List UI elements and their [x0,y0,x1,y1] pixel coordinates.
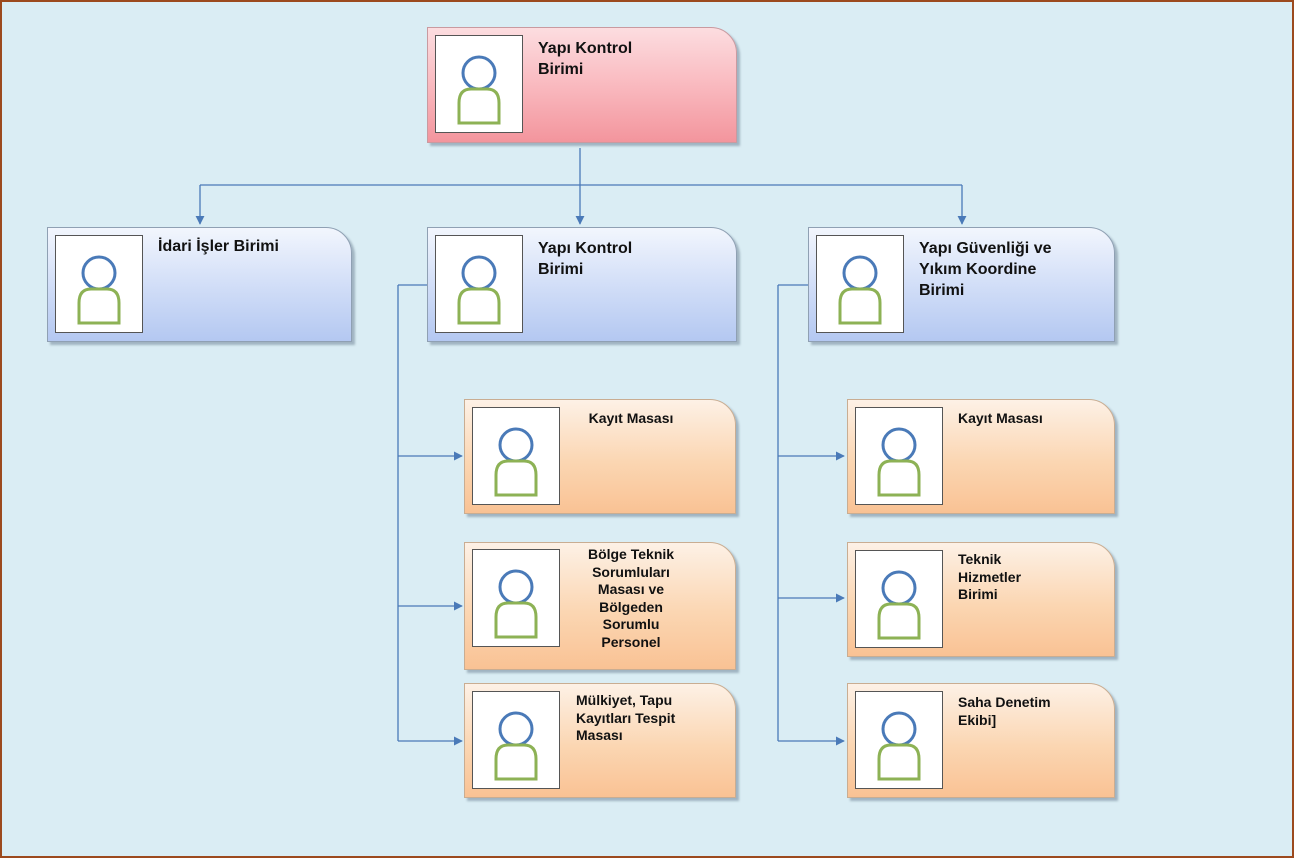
node-kayit-masasi-1-label: Kayıt Masası [588,410,674,426]
person-avatar-icon [877,711,921,781]
node-root-label: Yapı Kontrol Birimi [538,40,633,78]
node-mulkiyet-label: Mülkiyet, Tapu Kayıtları Tespit Masası [576,692,676,743]
person-avatar-icon [457,55,501,125]
node-kayit-masasi-2: Kayıt Masası [847,399,1115,514]
node-idari-photo [55,235,143,333]
node-kontrol-label: Yapı Kontrol Birimi [538,240,633,278]
node-teknik-hizmetler-photo [855,550,943,648]
person-avatar-icon [457,255,501,325]
node-guvenlik-photo [816,235,904,333]
node-kayit-masasi-2-label: Kayıt Masası [958,410,1043,426]
node-guvenlik-label: Yapı Güvenliği ve Yıkım Koordine Birimi [919,240,1052,299]
person-avatar-icon [494,427,538,497]
node-kontrol-photo [435,235,523,333]
node-bolge-teknik-photo [472,549,560,647]
node-saha-denetim-photo [855,691,943,789]
node-root: Yapı Kontrol Birimi [427,27,737,143]
node-saha-denetim: Saha Denetim Ekibi] [847,683,1115,798]
person-avatar-icon [494,711,538,781]
person-avatar-icon [77,255,121,325]
node-bolge-teknik-label: Bölge Teknik Sorumluları Masası ve Bölge… [587,546,675,650]
person-avatar-icon [877,427,921,497]
person-avatar-icon [838,255,882,325]
person-avatar-icon [877,570,921,640]
node-saha-denetim-label: Saha Denetim Ekibi] [958,694,1051,728]
node-mulkiyet: Mülkiyet, Tapu Kayıtları Tespit Masası [464,683,736,798]
node-kayit-masasi-1-photo [472,407,560,505]
node-mulkiyet-photo [472,691,560,789]
node-root-photo [435,35,523,133]
node-guvenlik: Yapı Güvenliği ve Yıkım Koordine Birimi [808,227,1115,342]
node-idari: İdari İşler Birimi [47,227,352,342]
person-avatar-icon [494,569,538,639]
node-idari-label: İdari İşler Birimi [158,238,279,255]
node-teknik-hizmetler-label: Teknik Hizmetler Birimi [958,551,1022,602]
node-kayit-masasi-2-photo [855,407,943,505]
node-kayit-masasi-1: Kayıt Masası [464,399,736,514]
node-kontrol: Yapı Kontrol Birimi [427,227,737,342]
node-teknik-hizmetler: Teknik Hizmetler Birimi [847,542,1115,657]
node-bolge-teknik: Bölge Teknik Sorumluları Masası ve Bölge… [464,542,736,670]
